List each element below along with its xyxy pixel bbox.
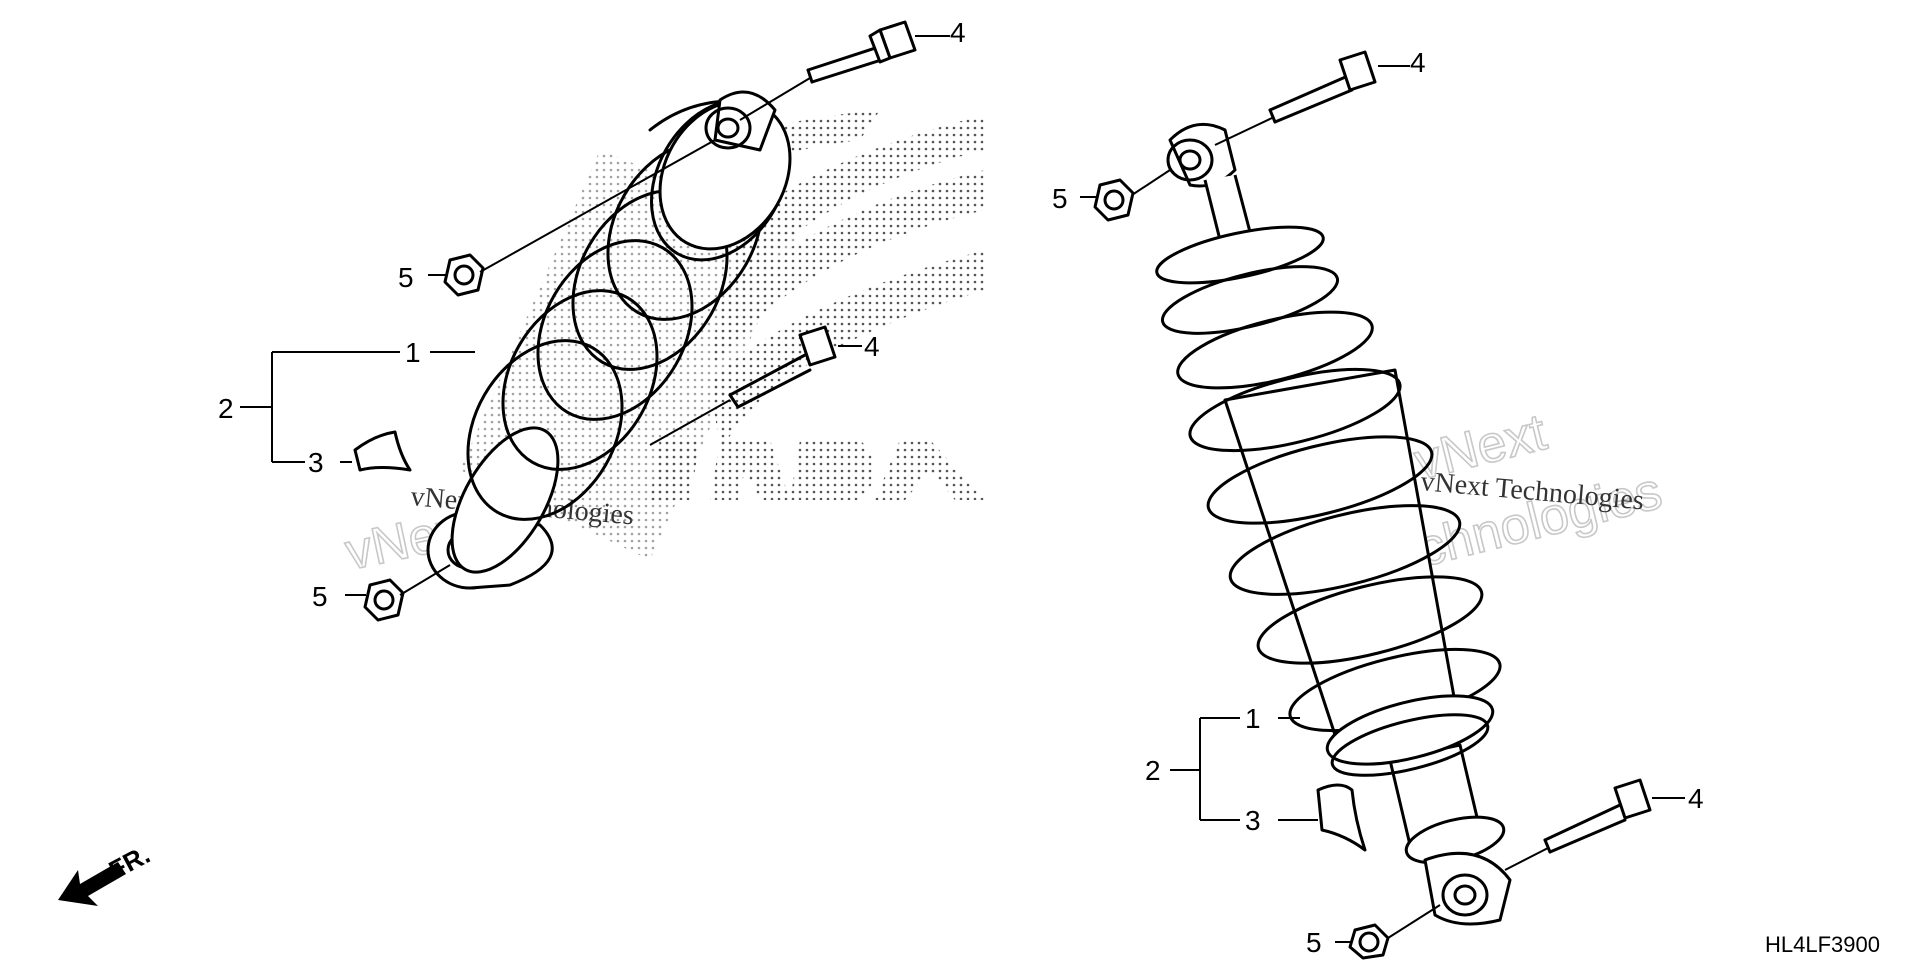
shock-absorber-icon (426, 90, 800, 590)
label-icon (353, 430, 412, 472)
bolt-icon (728, 325, 837, 409)
bracket-left (240, 351, 475, 463)
callout-bolt-top-right: 4 (1410, 47, 1426, 78)
callout-nut-lower-left: 5 (312, 581, 328, 612)
nut-icon (363, 578, 405, 622)
bolt-icon (1543, 778, 1652, 854)
shock-absorber-icon (1155, 122, 1512, 926)
callout-label-left: 3 (308, 447, 324, 478)
nut-icon (1093, 178, 1135, 222)
callout-nut-upper-right: 5 (1052, 183, 1068, 214)
front-direction: FR. (58, 839, 155, 906)
arrow-icon (58, 862, 126, 906)
nut-icon (1348, 923, 1390, 960)
callout-assy-right: 2 (1145, 755, 1161, 786)
nut-icon (443, 253, 485, 297)
bolt-icon (1268, 50, 1377, 124)
callout-label-right: 3 (1245, 805, 1261, 836)
callout-spring-left: 1 (405, 337, 421, 368)
callout-bolt-bottom-right: 4 (1688, 783, 1704, 814)
bracket-right (1170, 717, 1318, 821)
part-code: HL4LF3900 (1765, 932, 1880, 957)
callout-spring-right: 1 (1245, 703, 1261, 734)
callout-nut-lower-right: 5 (1306, 927, 1322, 958)
callout-bolt-mid-left: 4 (864, 331, 880, 362)
callout-bolt-top-left: 4 (950, 17, 966, 48)
bolt-icon (806, 20, 917, 84)
callout-nut-upper-left: 5 (398, 262, 414, 293)
callout-assy-left: 2 (218, 393, 234, 424)
label-icon (1316, 783, 1367, 852)
